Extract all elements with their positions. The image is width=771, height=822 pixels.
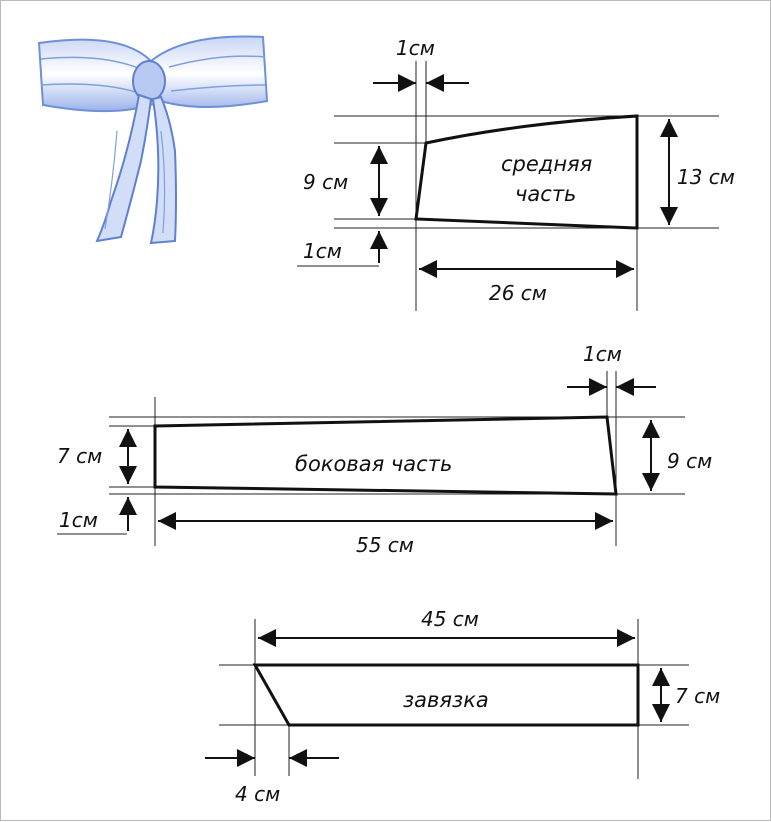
side-top-dim: 1см bbox=[583, 342, 622, 366]
tie-name: завязка bbox=[403, 688, 489, 712]
middle-part: 1см 9 см 1см 13 см 26 см средняя часть bbox=[297, 36, 735, 311]
tie-length-dim: 45 см bbox=[421, 607, 479, 631]
middle-part-outline bbox=[414, 114, 639, 230]
middle-right-dim: 13 см bbox=[677, 165, 735, 189]
tie-bottom-dim: 4 см bbox=[235, 782, 280, 806]
middle-length-dim: 26 см bbox=[489, 281, 547, 305]
middle-bottom-left-dim: 1см bbox=[303, 239, 342, 263]
side-left-dim: 7 см bbox=[57, 444, 102, 468]
side-right-dim: 9 см bbox=[667, 449, 712, 473]
middle-part-name-line2: часть bbox=[515, 182, 576, 206]
side-part: 1см 7 см 1см 9 см 55 см боковая часть bbox=[57, 342, 712, 557]
tie-right-dim: 7 см bbox=[675, 684, 720, 708]
middle-part-name-line1: средняя bbox=[501, 152, 592, 176]
side-length-dim: 55 см bbox=[356, 533, 414, 557]
tie-part: 45 см 7 см 4 см завязка bbox=[205, 607, 720, 806]
side-part-outline bbox=[153, 415, 618, 496]
side-bottom-left-dim: 1см bbox=[59, 508, 98, 532]
middle-left-dim: 9 см bbox=[303, 170, 348, 194]
middle-top-dim: 1см bbox=[396, 36, 435, 60]
belt-illustration bbox=[37, 35, 269, 245]
tie-outline bbox=[252, 663, 640, 727]
side-part-name: боковая часть bbox=[295, 452, 452, 476]
